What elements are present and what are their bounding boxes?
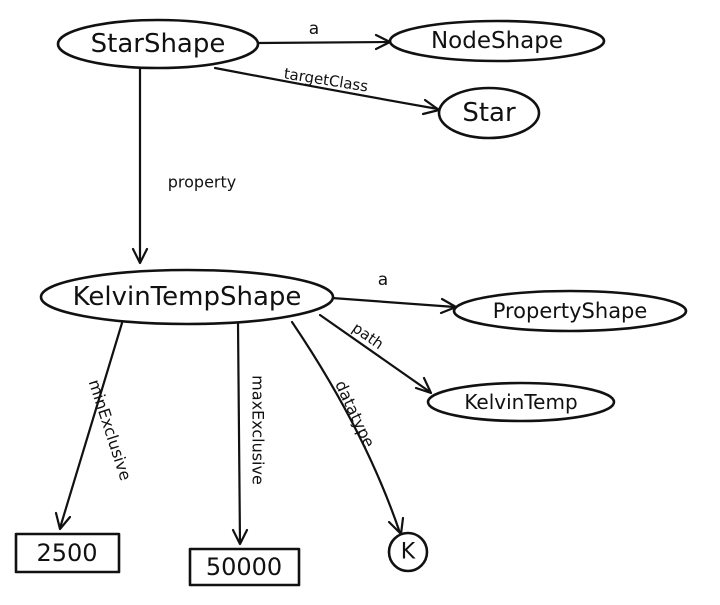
edge-kelvintempshape-datatype-k: datatype (290, 320, 405, 536)
node-label-2500: 2500 (36, 539, 97, 567)
edge-kelvintempshape-maxexclusive-50000: maxExclusive (231, 321, 268, 546)
node-label-nodeshape: NodeShape (431, 28, 563, 54)
node-starshape: StarShape (56, 18, 260, 70)
nodes: StarShape NodeShape Star KelvinTempShape… (14, 18, 688, 587)
node-label-starshape: StarShape (91, 29, 226, 59)
node-label-kelvintempshape: KelvinTempShape (73, 282, 302, 312)
node-label-propertyshape: PropertyShape (493, 299, 648, 323)
edge-label-kelvin-a: a (378, 270, 388, 290)
node-label-kelvintemp: KelvinTemp (464, 390, 577, 414)
edge-label-star-a: a (309, 19, 319, 39)
node-label-k: K (401, 540, 416, 565)
node-kelvintempshape: KelvinTempShape (39, 268, 335, 326)
edge-kelvintempshape-path-kelvintemp: path (318, 313, 433, 395)
edge-starshape-property-kelvintempshape: property (131, 66, 237, 265)
node-value-2500: 2500 (14, 532, 121, 574)
edge-label-max-exclusive: maxExclusive (249, 375, 268, 485)
node-star: Star (437, 86, 541, 140)
node-propertyshape: PropertyShape (452, 289, 688, 333)
node-label-star: Star (462, 98, 516, 128)
node-label-50000: 50000 (206, 553, 282, 581)
edge-label-property: property (168, 173, 237, 192)
edge-starshape-a-nodeshape: a (256, 19, 392, 51)
node-kelvintemp: KelvinTemp (426, 381, 616, 423)
edge-kelvintempshape-minexclusive-2500: minExclusive (54, 321, 136, 531)
node-value-k: K (387, 531, 429, 573)
node-value-50000: 50000 (188, 547, 301, 587)
edge-label-min-exclusive: minExclusive (85, 377, 136, 483)
edge-starshape-targetclass-star: targetClass (213, 64, 441, 116)
node-nodeshape: NodeShape (388, 19, 606, 63)
edge-label-target-class: targetClass (283, 64, 370, 95)
edge-label-datatype: datatype (331, 377, 379, 450)
edge-kelvintempshape-a-propertyshape: a (330, 270, 458, 315)
